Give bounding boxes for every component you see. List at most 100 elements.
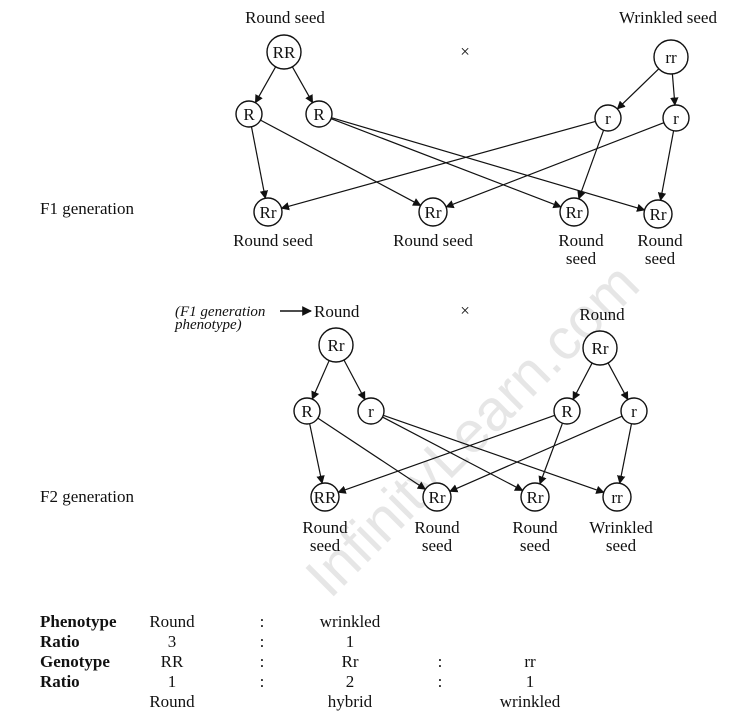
table-cell: 1 xyxy=(346,632,355,651)
offspring-phenotype-label: seed xyxy=(422,536,453,555)
cross2-cross-symbol: × xyxy=(460,301,470,320)
cross2-offspring-circle xyxy=(520,482,550,512)
table-cell: rr xyxy=(524,652,536,671)
cross1-offspring: Rr xyxy=(559,197,589,227)
cross2-offspring-circle xyxy=(422,482,452,512)
cross1-gamete-text: r xyxy=(605,109,611,128)
table-cell: : xyxy=(260,612,265,631)
cross1-gamete-circle xyxy=(594,104,622,132)
offspring-phenotype-label: Round seed xyxy=(233,231,313,250)
offspring-phenotype-label: Round xyxy=(302,518,348,537)
cross2-gamete-text: r xyxy=(631,402,637,421)
offspring-phenotype-label: seed xyxy=(645,249,676,268)
table-cell: wrinkled xyxy=(320,612,381,631)
cross1-parent-right-label: Wrinkled seed xyxy=(619,8,717,27)
gamete-to-offspring-arrow xyxy=(280,120,596,211)
cross2-offspring: Rr xyxy=(422,482,452,512)
table-cell: Rr xyxy=(342,652,359,671)
gamete-to-offspring-arrow xyxy=(317,417,427,490)
parent-to-gamete-arrow xyxy=(670,73,679,106)
table-cell: RR xyxy=(161,652,184,671)
offspring-phenotype-label: Round xyxy=(512,518,558,537)
cross2-gamete-circle xyxy=(620,397,648,425)
table-cell: : xyxy=(260,632,265,651)
cross1-offspring: Rr xyxy=(253,197,283,227)
offspring-phenotype-label: Round xyxy=(558,231,604,250)
gamete-to-offspring-arrow xyxy=(337,414,555,494)
cross2-gamete: r xyxy=(620,397,648,425)
cross2-parent-left: Rr xyxy=(318,327,354,363)
cross1-offspring-text: Rr xyxy=(425,203,442,222)
parent-to-gamete-arrow xyxy=(572,362,593,401)
cross1-offspring-circle xyxy=(559,197,589,227)
cross2-parent-left-circle xyxy=(318,327,354,363)
gamete-to-offspring-arrow xyxy=(538,422,564,485)
parent-to-gamete-arrow xyxy=(616,68,660,110)
cross2-gamete-text: r xyxy=(368,402,374,421)
table-row: Phenotype Round: wrinkled xyxy=(40,612,381,631)
gamete-to-offspring-arrow xyxy=(331,117,646,212)
cross2-gamete-text: R xyxy=(301,402,313,421)
table-cell: wrinkled xyxy=(500,692,561,711)
f2-generation-label: F2 generation xyxy=(40,487,134,506)
gamete-to-offspring-arrow xyxy=(445,122,665,209)
table-row: Ratio 3: 1 xyxy=(40,632,354,651)
gamete-to-offspring-arrow xyxy=(577,130,605,200)
cross1-gamete-circle xyxy=(662,104,690,132)
cross2-parent-right-label: Round xyxy=(579,305,625,324)
cross1-offspring-circle xyxy=(418,197,448,227)
cross1-parent-right: rr xyxy=(653,39,689,75)
parent-to-gamete-arrow xyxy=(291,66,314,104)
row-label: Phenotype xyxy=(40,612,117,631)
cross2-offspring: Rr xyxy=(520,482,550,512)
cross2-gamete-circle xyxy=(553,397,581,425)
cross1-offspring: Rr xyxy=(418,197,448,227)
cross2-parent-right-circle xyxy=(582,330,618,366)
table-cell: 1 xyxy=(526,672,535,691)
parent-to-gamete-arrow xyxy=(254,66,277,104)
cross1-parent-left-text: RR xyxy=(273,43,296,62)
gamete-to-offspring-arrow xyxy=(250,126,269,200)
cross1-gamete: r xyxy=(594,104,622,132)
parent-to-gamete-arrow xyxy=(607,362,629,401)
cross2-gamete-text: R xyxy=(561,402,573,421)
offspring-phenotype-label: Round seed xyxy=(393,231,473,250)
row-label: Ratio xyxy=(40,632,80,651)
cross1-parent-right-text: rr xyxy=(665,48,677,67)
table-cell: 3 xyxy=(168,632,177,651)
table-cell: : xyxy=(260,652,265,671)
cross2-parent-left-label: Round xyxy=(314,302,360,321)
cross1-cross-symbol: × xyxy=(460,42,470,61)
cross2-gamete-circle xyxy=(293,397,321,425)
cross1-offspring-circle xyxy=(643,199,673,229)
cross2-offspring-circle xyxy=(602,482,632,512)
cross1-gamete: R xyxy=(235,100,263,128)
parent-to-gamete-arrow xyxy=(311,360,330,400)
cross1-gamete-text: r xyxy=(673,109,679,128)
offspring-phenotype-label: Round xyxy=(637,231,683,250)
table-cell: hybrid xyxy=(328,692,373,711)
cross1-gamete-circle xyxy=(235,100,263,128)
cross2-offspring: rr xyxy=(602,482,632,512)
gamete-to-offspring-arrow xyxy=(309,423,325,485)
cross2-offspring-text: RR xyxy=(314,488,337,507)
parent-to-gamete-arrow xyxy=(343,359,366,401)
cross2-offspring-text: rr xyxy=(611,488,623,507)
cross2-offspring: RR xyxy=(310,482,340,512)
cross1-parent-left: RR xyxy=(266,34,302,70)
table-cell: : xyxy=(260,672,265,691)
cross2-parent-right: Rr xyxy=(582,330,618,366)
row-label: Genotype xyxy=(40,652,110,671)
table-cell: Round xyxy=(149,612,195,631)
gamete-to-offspring-arrow xyxy=(382,416,524,492)
offspring-phenotype-label: seed xyxy=(606,536,637,555)
f1-generation-label: F1 generation xyxy=(40,199,134,218)
cross2-gamete: r xyxy=(357,397,385,425)
cross1-gamete: r xyxy=(662,104,690,132)
cross2-offspring-text: Rr xyxy=(527,488,544,507)
row-label: Ratio xyxy=(40,672,80,691)
cross1-parent-left-label: Round seed xyxy=(245,8,325,27)
gamete-to-offspring-arrow xyxy=(657,130,675,202)
